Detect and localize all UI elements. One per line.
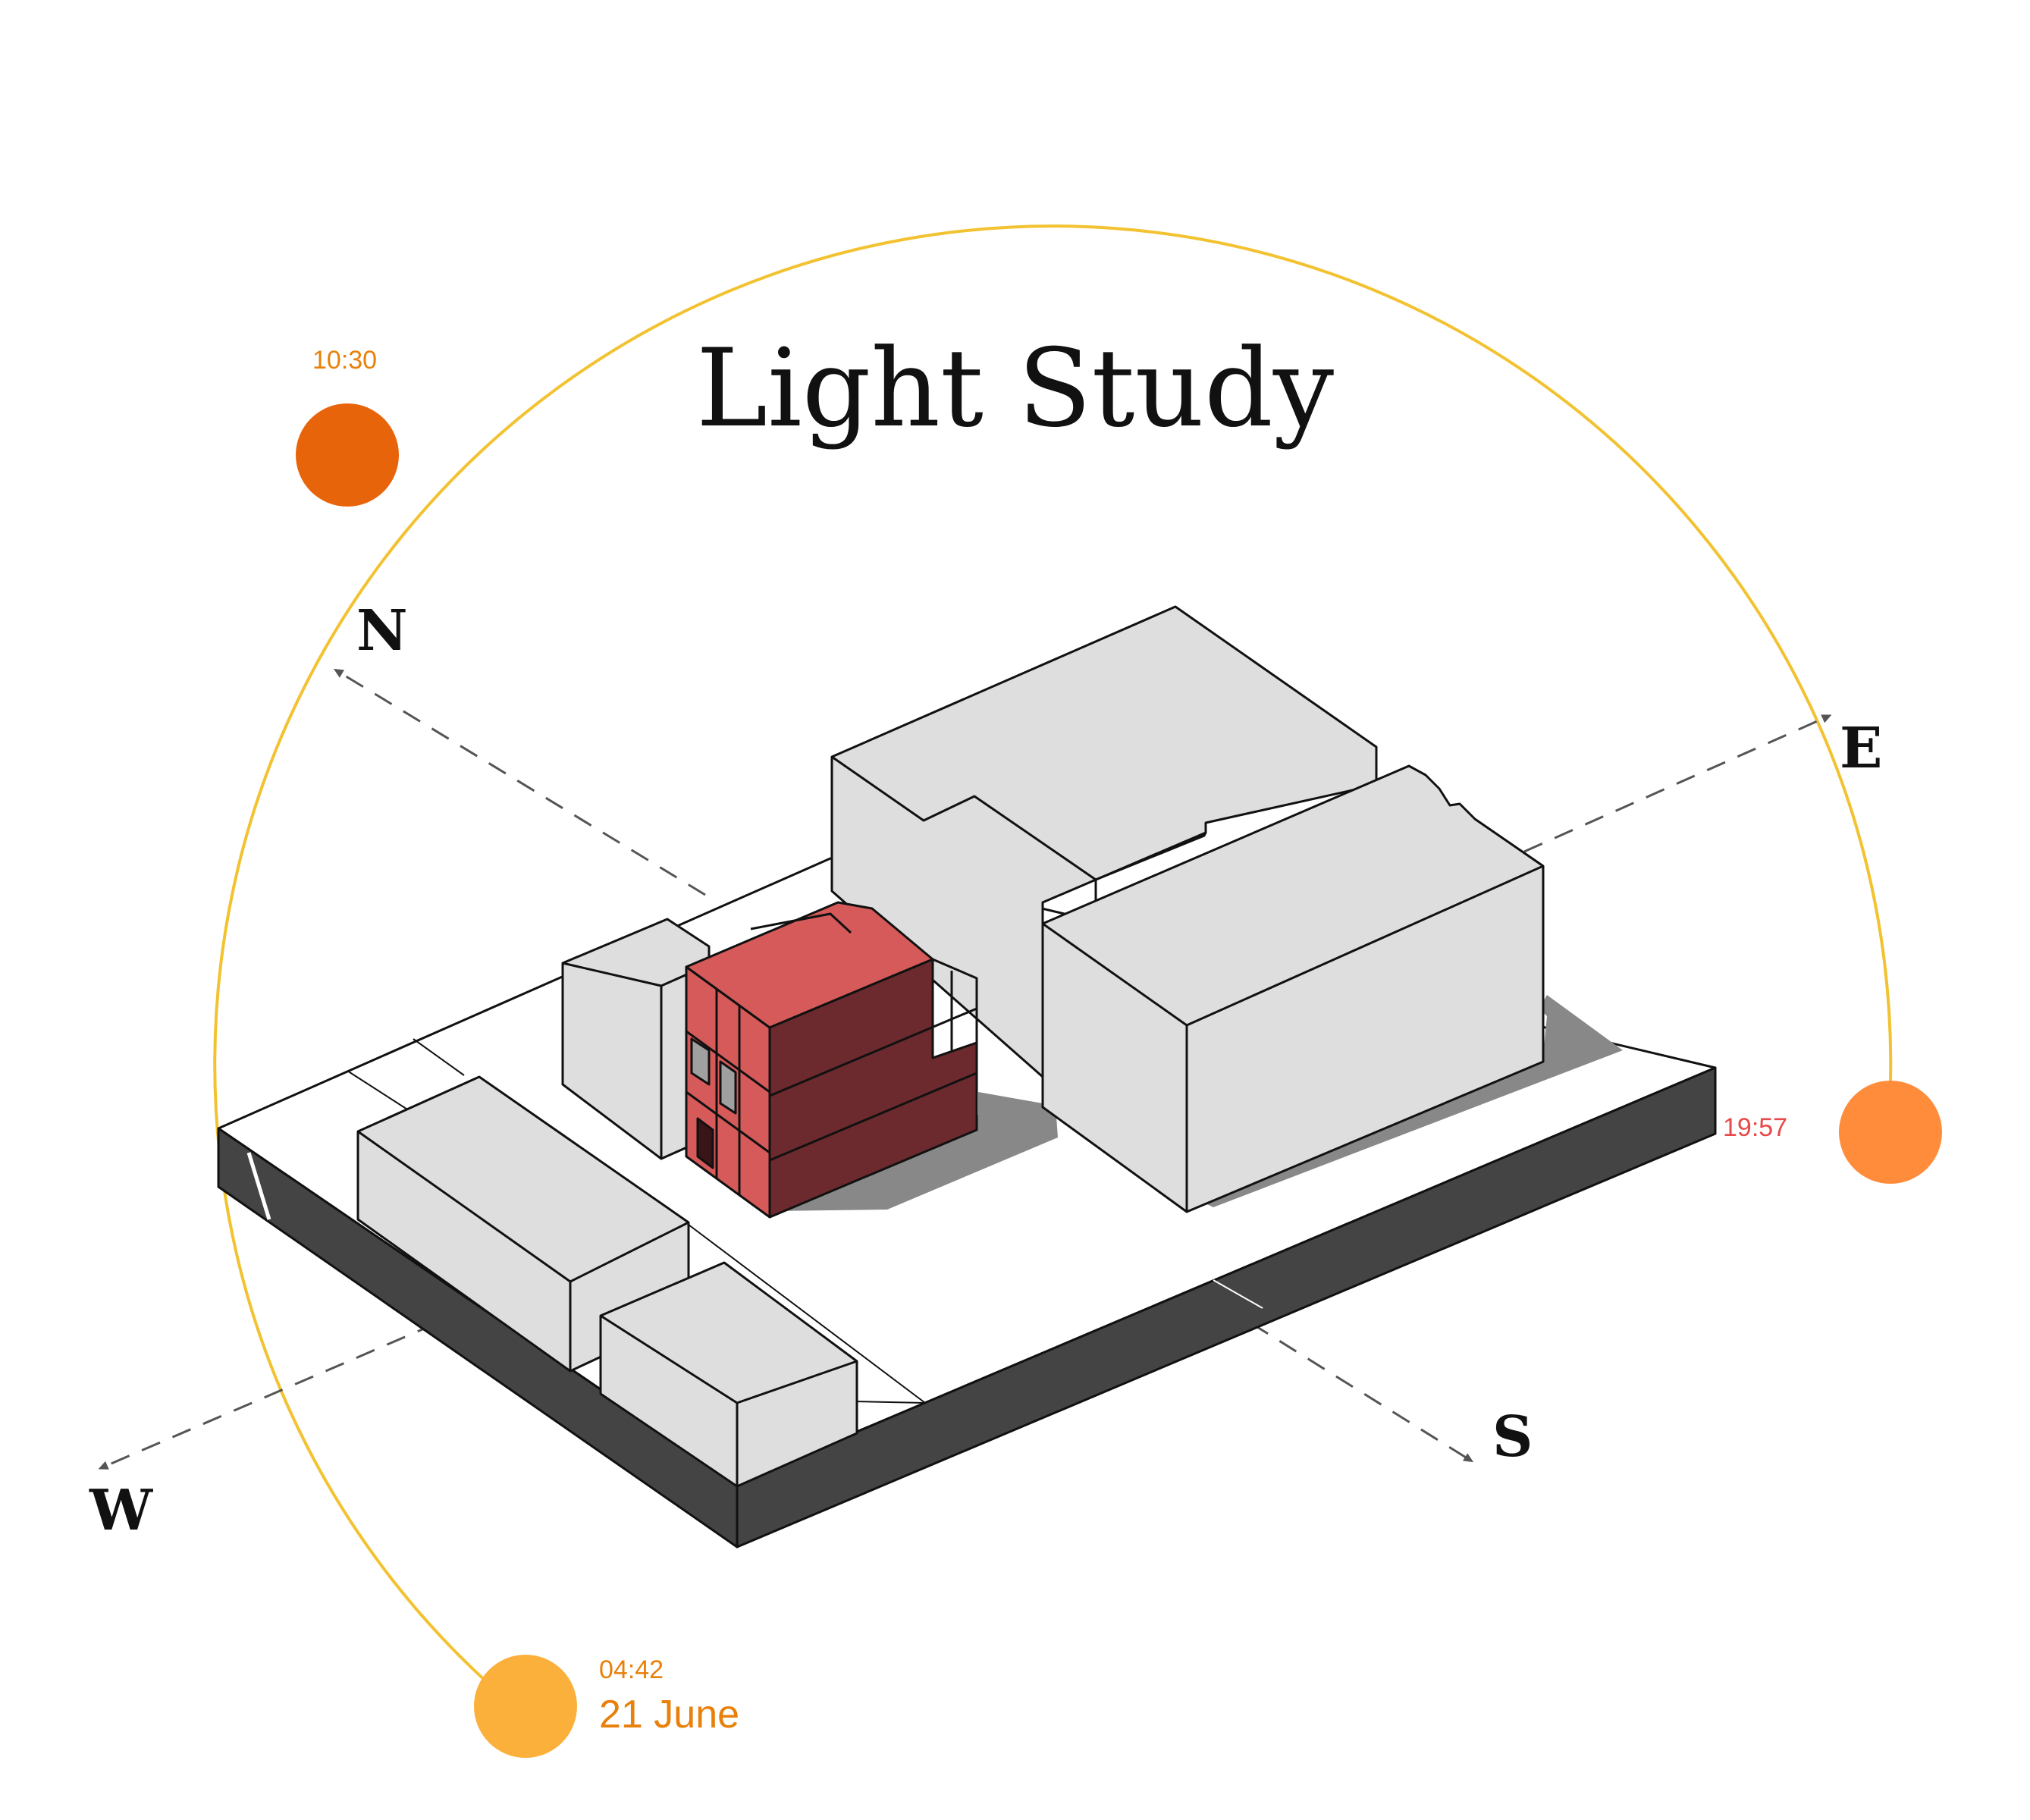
sun-path-arc bbox=[213, 224, 1893, 1717]
site-edge-highlight bbox=[246, 1152, 271, 1220]
study-building bbox=[685, 901, 978, 1219]
diagram-title: Light Study bbox=[695, 326, 1335, 451]
sun-marker-1030 bbox=[296, 403, 399, 507]
compass-north-label: N bbox=[356, 598, 408, 664]
site-right-face bbox=[736, 1066, 1717, 1549]
context-building-front-right bbox=[599, 1261, 858, 1488]
study-building-door bbox=[696, 1117, 714, 1169]
study-building-window bbox=[719, 1060, 737, 1115]
west-axis bbox=[98, 1309, 467, 1470]
site-edge-highlight bbox=[1213, 1279, 1263, 1309]
compass-east-label: E bbox=[1840, 716, 1883, 781]
sun-marker-0442 bbox=[474, 1655, 577, 1758]
date-label: 21 June bbox=[599, 1693, 740, 1737]
south-axis bbox=[1250, 1322, 1474, 1463]
sun-time-label: 10:30 bbox=[312, 346, 378, 375]
sun-time-label: 04:42 bbox=[599, 1655, 664, 1684]
north-axis bbox=[333, 668, 706, 896]
east-axis bbox=[1523, 714, 1832, 853]
sun-marker-1957 bbox=[1839, 1081, 1942, 1184]
study-building-window bbox=[690, 1037, 711, 1086]
lot-lines bbox=[347, 1038, 926, 1404]
study-building-gable bbox=[685, 901, 934, 1029]
compass-south-label: S bbox=[1492, 1404, 1533, 1470]
compass-west-label: W bbox=[89, 1478, 153, 1543]
sun-time-label: 19:57 bbox=[1723, 1113, 1788, 1142]
context-building-right bbox=[1041, 764, 1545, 1213]
